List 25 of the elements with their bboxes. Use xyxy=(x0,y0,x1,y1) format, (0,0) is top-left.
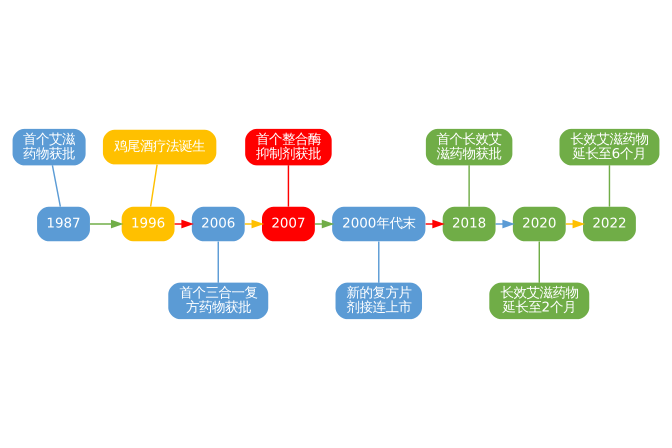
node-box: 1996 xyxy=(122,206,175,242)
connector xyxy=(468,165,470,207)
node-box: 2020 xyxy=(512,206,566,242)
node-box: 1987 xyxy=(37,206,90,242)
connector xyxy=(608,165,610,207)
arrow xyxy=(90,220,124,228)
connector xyxy=(150,164,158,207)
connector xyxy=(52,165,62,207)
node-box: 鸡尾酒疗法诞生 xyxy=(102,130,216,164)
node-box: 2007 xyxy=(262,206,315,242)
node-box: 2022 xyxy=(583,206,636,242)
node-box: 首个整合酶抑制剂获批 xyxy=(245,128,332,166)
connector xyxy=(378,242,380,283)
node-box: 首个长效艾滋药物获批 xyxy=(426,128,512,166)
node-box: 2006 xyxy=(192,206,245,242)
node-box: 首个三合一复方药物获批 xyxy=(168,282,268,320)
node-box: 新的复方片剂接连上市 xyxy=(336,282,422,320)
node-box: 长效艾滋药物延长至6个月 xyxy=(559,128,660,166)
connector xyxy=(538,242,540,283)
connector xyxy=(218,242,219,283)
node-box: 2018 xyxy=(442,206,496,242)
node-box: 首个艾滋药物获批 xyxy=(12,128,86,166)
node-box: 2000年代末 xyxy=(332,206,426,242)
node-box: 长效艾滋药物延长至2个月 xyxy=(489,282,590,320)
connector xyxy=(288,165,290,207)
